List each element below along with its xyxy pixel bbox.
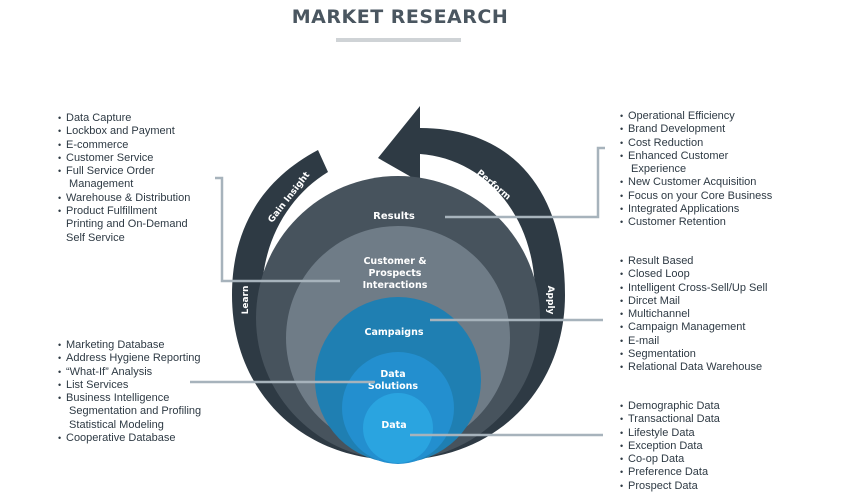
list-results: Operational EfficiencyBrand DevelopmentC… bbox=[620, 110, 772, 230]
list-item: Intelligent Cross-Sell/Up Sell bbox=[620, 282, 767, 296]
list-item: Result Based bbox=[620, 255, 767, 269]
list-item: Cooperative Database bbox=[58, 432, 201, 446]
list-item: Relational Data Warehouse bbox=[620, 361, 767, 375]
label-results: Results bbox=[373, 211, 415, 222]
list-item: Segmentation bbox=[620, 348, 767, 362]
list-item: Full Service Order Management bbox=[58, 165, 190, 192]
ring-label-learn: Learn bbox=[241, 286, 251, 315]
list-item: New Customer Acquisition bbox=[620, 176, 772, 190]
list-item: Operational Efficiency bbox=[620, 110, 772, 124]
list-item: Customer Service bbox=[58, 152, 190, 166]
label-interactions-2: Prospects bbox=[369, 268, 422, 279]
label-data-solutions-2: Solutions bbox=[368, 381, 418, 392]
list-item: Integrated Applications bbox=[620, 203, 772, 217]
list-item: Dircet Mail bbox=[620, 295, 767, 309]
list-item: Warehouse & Distribution bbox=[58, 192, 190, 206]
label-interactions-3: Interactions bbox=[363, 280, 428, 291]
list-item: Prospect Data bbox=[620, 480, 720, 494]
circle-data bbox=[363, 393, 433, 463]
list-item: Product Fulfillment Printing and On-Dema… bbox=[58, 205, 190, 245]
title-underline bbox=[336, 38, 461, 42]
list-item: Demographic Data bbox=[620, 400, 720, 414]
list-item: Co-op Data bbox=[620, 453, 720, 467]
list-item: Lockbox and Payment bbox=[58, 125, 190, 139]
list-item: E-commerce bbox=[58, 139, 190, 153]
ring-label-apply: Apply bbox=[545, 286, 555, 315]
list-item: Focus on your Core Business bbox=[620, 190, 772, 204]
list-item: Cost Reduction bbox=[620, 137, 772, 151]
list-item: Multichannel bbox=[620, 308, 767, 322]
list-item: Enhanced Customer Experience bbox=[620, 150, 772, 177]
label-data: Data bbox=[381, 420, 406, 431]
list-learn-top: Data CaptureLockbox and PaymentE-commerc… bbox=[58, 112, 190, 245]
page-title: MARKET RESEARCH bbox=[291, 6, 509, 28]
list-item: Transactional Data bbox=[620, 413, 720, 427]
list-item: Lifestyle Data bbox=[620, 427, 720, 441]
list-item: “What-If” Analysis bbox=[58, 366, 201, 380]
list-item: Customer Retention bbox=[620, 216, 772, 230]
connector-results bbox=[445, 146, 605, 219]
connector-interactions bbox=[215, 176, 340, 283]
label-interactions-1: Customer & bbox=[363, 256, 426, 267]
list-item: Campaign Management bbox=[620, 321, 767, 335]
list-data: Demographic DataTransactional DataLifest… bbox=[620, 400, 720, 493]
list-item: List Services bbox=[58, 379, 201, 393]
list-item: Exception Data bbox=[620, 440, 720, 454]
list-campaigns: Result BasedClosed LoopIntelligent Cross… bbox=[620, 255, 767, 375]
list-item: Business Intelligence Segmentation and P… bbox=[58, 392, 201, 432]
label-data-solutions-1: Data bbox=[380, 369, 405, 380]
list-item: Closed Loop bbox=[620, 268, 767, 282]
list-item: Preference Data bbox=[620, 466, 720, 480]
list-item: E-mail bbox=[620, 335, 767, 349]
list-item: Brand Development bbox=[620, 123, 772, 137]
label-campaigns: Campaigns bbox=[365, 327, 424, 338]
list-item: Data Capture bbox=[58, 112, 190, 126]
list-item: Address Hygiene Reporting bbox=[58, 352, 201, 366]
list-learn-bottom: Marketing DatabaseAddress Hygiene Report… bbox=[58, 339, 201, 446]
list-item: Marketing Database bbox=[58, 339, 201, 353]
